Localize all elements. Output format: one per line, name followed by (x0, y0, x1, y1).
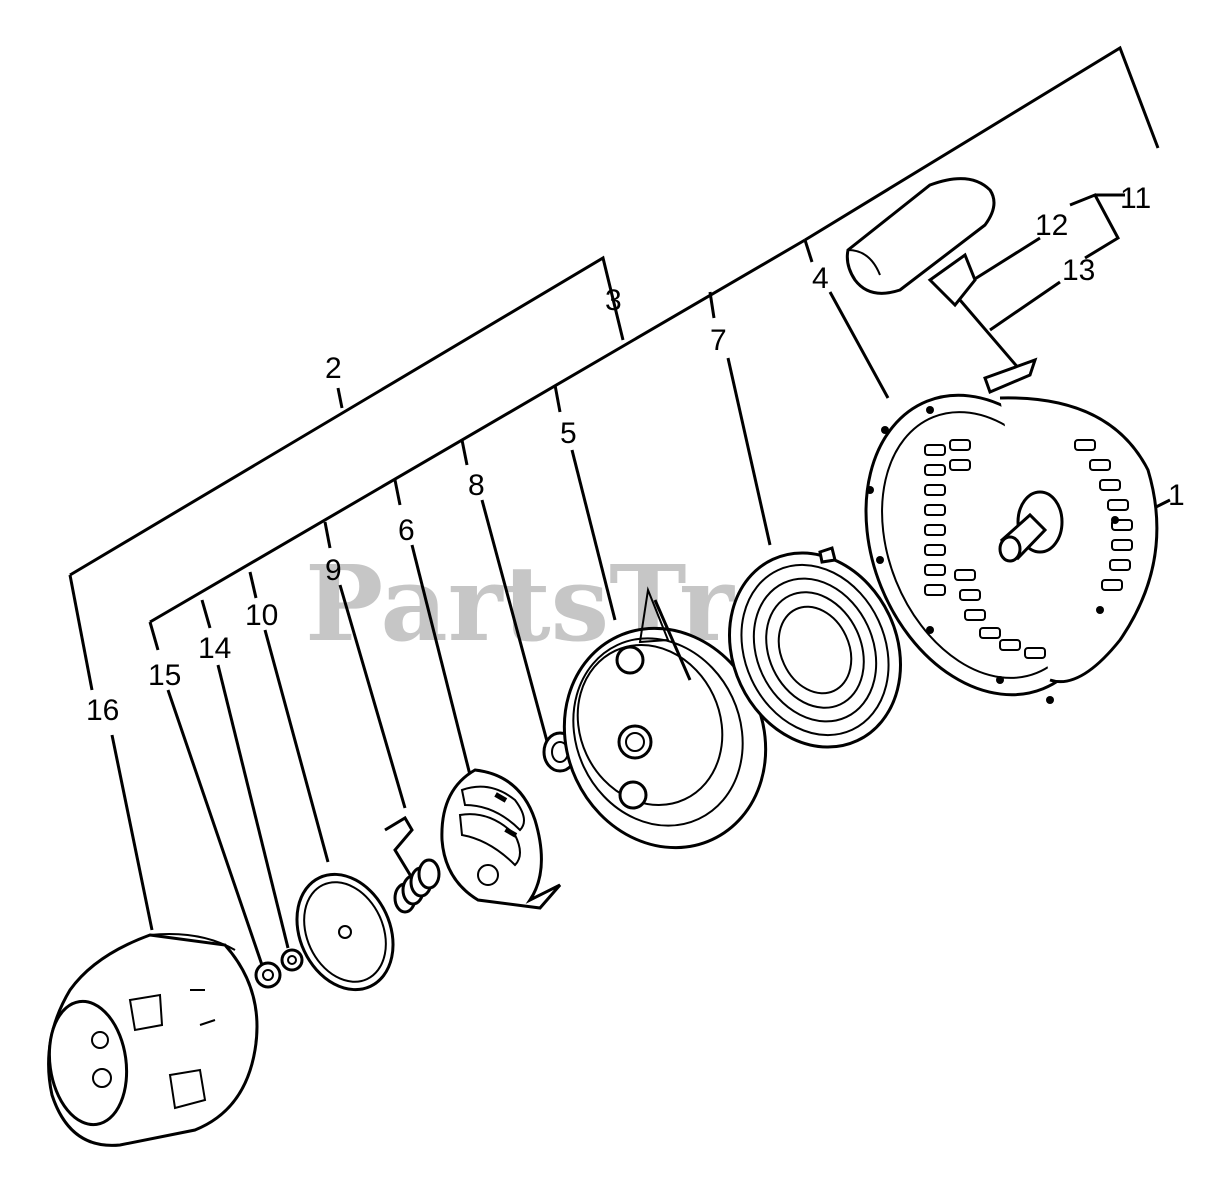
callout-11: 11 (1120, 182, 1151, 215)
callout-8: 8 (468, 469, 485, 502)
housing-vent-slots (924, 439, 1133, 659)
housing-mount-holes (866, 406, 1119, 704)
pawl-spring-part (384, 815, 441, 914)
leader-10 (263, 629, 330, 863)
leader-7 (726, 357, 772, 546)
leader-13 (989, 280, 1061, 332)
callout-7: 7 (710, 324, 727, 357)
callout-3: 3 (605, 284, 622, 317)
leader-16 (110, 734, 154, 931)
leader-9 (338, 584, 407, 809)
bracket-2 (69, 255, 625, 577)
bracket-11 (1069, 193, 1120, 260)
callout-4: 4 (812, 262, 829, 295)
nut-part (254, 961, 282, 989)
leader-5 (570, 449, 617, 621)
leader-10-top (248, 571, 258, 599)
center-shaft-part (998, 490, 1064, 563)
rope-pulley-part (562, 586, 768, 850)
callout-1: 1 (1168, 479, 1185, 512)
leader-15-top (148, 621, 160, 651)
callout-16: 16 (86, 694, 119, 727)
leader-4-top (803, 239, 814, 263)
callout-15: 15 (148, 659, 181, 692)
leader-15 (166, 689, 264, 966)
leader-lines (68, 45, 1171, 966)
callout-5: 5 (560, 417, 577, 450)
callout-13: 13 (1062, 254, 1095, 287)
callout-9: 9 (325, 554, 342, 587)
rope-part (958, 299, 1038, 395)
callout-14: 14 (198, 632, 231, 665)
leader-6 (410, 544, 472, 776)
starter-cup-part (47, 933, 259, 1147)
leader-8 (480, 499, 550, 746)
handle-part (845, 177, 996, 308)
leader-16-top (68, 574, 94, 691)
retaining-ring-part (280, 948, 304, 972)
callout-2: 2 (325, 352, 342, 385)
callout-6: 6 (398, 514, 415, 547)
bracket-top (804, 45, 1160, 242)
callout-numbers: 1 2 3 4 5 6 7 8 9 10 11 12 13 14 15 16 (86, 182, 1185, 727)
callout-10: 10 (245, 599, 278, 632)
recoil-spring-part (728, 546, 902, 749)
retainer-plate-part (295, 872, 395, 992)
leader-8-top (460, 439, 469, 466)
leader-2 (336, 387, 344, 409)
leader-14-top (200, 599, 212, 629)
leader-5-top (553, 384, 562, 413)
housing-part (864, 393, 1159, 704)
leader-9-top (323, 521, 332, 549)
leader-14 (216, 664, 290, 949)
leader-6-top (393, 479, 402, 506)
leader-4 (828, 291, 890, 399)
pawl-plate-part (440, 768, 562, 910)
bracket-3 (149, 238, 806, 624)
callout-12: 12 (1035, 209, 1068, 242)
leader-12 (969, 236, 1041, 284)
leader-7-top (708, 291, 716, 319)
